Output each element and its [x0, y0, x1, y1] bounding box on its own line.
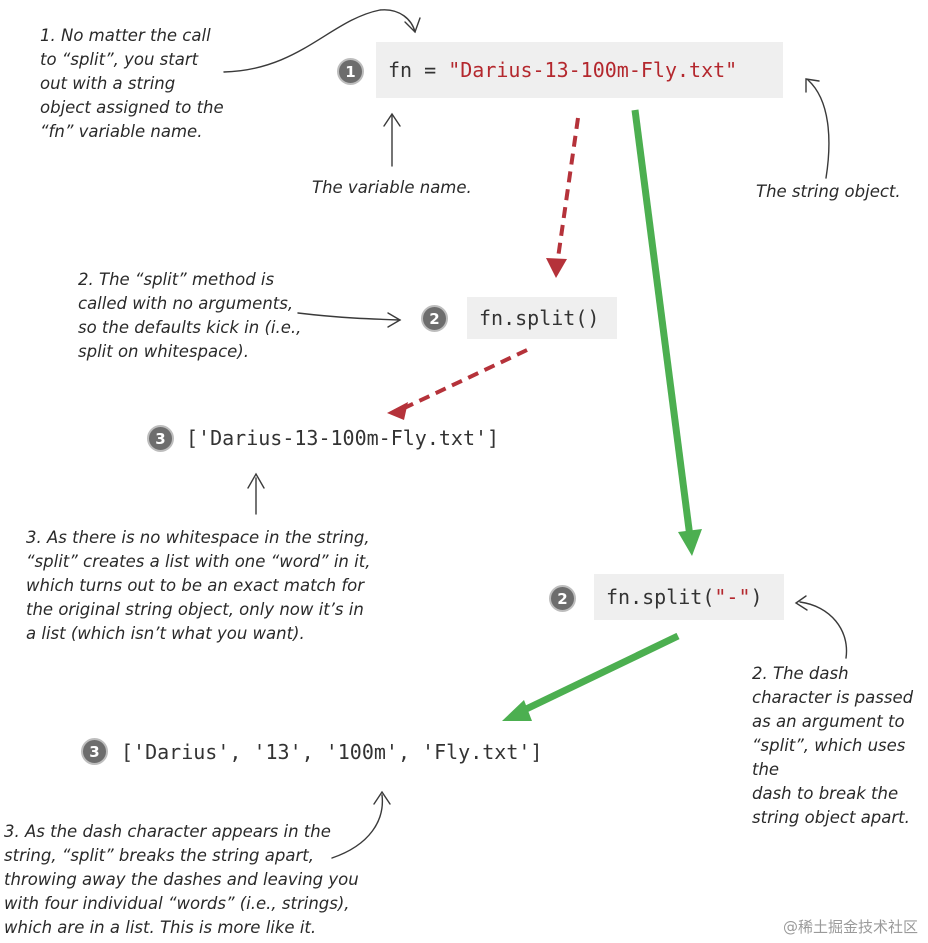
note-variable-name: The variable name.	[312, 178, 472, 197]
code-split-dash-arg: "-"	[714, 585, 751, 609]
note-step2-right: 2. The dash character is passed as an ar…	[752, 664, 914, 827]
dashed-arrowhead-1	[546, 258, 567, 278]
result-noargs-code: ['Darius-13-100m-Fly.txt']	[186, 426, 500, 450]
step-badge-1: 1	[337, 58, 364, 85]
code-variable-fn: fn	[388, 58, 413, 82]
code-string-literal: "Darius-13-100m-Fly.txt"	[448, 58, 738, 82]
green-arrow-to-result-dash	[518, 632, 680, 716]
watermark: @稀土掘金技术社区	[782, 918, 918, 936]
note-step1: 1. No matter the call to “split”, you st…	[40, 26, 224, 141]
code-split-dash-close: )	[750, 585, 763, 609]
green-arrowhead-1	[678, 529, 702, 556]
note-step3-left: 3. As there is no whitespace in the stri…	[26, 528, 371, 643]
code-split-dash-call: fn.split(	[606, 585, 715, 609]
connector-note1	[223, 9, 416, 73]
note-string-object: The string object.	[756, 182, 901, 201]
step-badge-3-bottom: 3	[81, 738, 108, 765]
step-badge-2-right: 2	[549, 585, 576, 612]
connector-note3-bottom	[331, 794, 384, 859]
note-step2-left: 2. The “split” method is called with no …	[78, 270, 302, 361]
code-split-noargs: fn.split()	[479, 306, 600, 330]
dashed-arrow-to-split-noargs	[554, 117, 580, 273]
assignment-code-box: fn = "Darius-13-100m-Fly.txt"	[376, 42, 783, 98]
green-arrow-to-split-dash	[631, 109, 694, 538]
connector-note2-right	[799, 601, 848, 659]
green-arrowhead-2	[502, 700, 532, 721]
connector-string-object	[807, 79, 830, 179]
step-badge-3-left: 3	[147, 425, 174, 452]
result-dash-code: ['Darius', '13', '100m', 'Fly.txt']	[121, 740, 543, 764]
note-step3-bottom: 3. As the dash character appears in the …	[4, 822, 359, 937]
code-equals: =	[412, 58, 449, 82]
connector-note2-left	[297, 312, 401, 321]
split-dash-code-box: fn.split("-")	[594, 574, 784, 620]
dashed-arrow-to-result-noargs	[399, 348, 528, 412]
dashed-arrowhead-2	[387, 402, 408, 420]
step-badge-2-left: 2	[421, 305, 448, 332]
split-noargs-code-box: fn.split()	[467, 297, 617, 339]
